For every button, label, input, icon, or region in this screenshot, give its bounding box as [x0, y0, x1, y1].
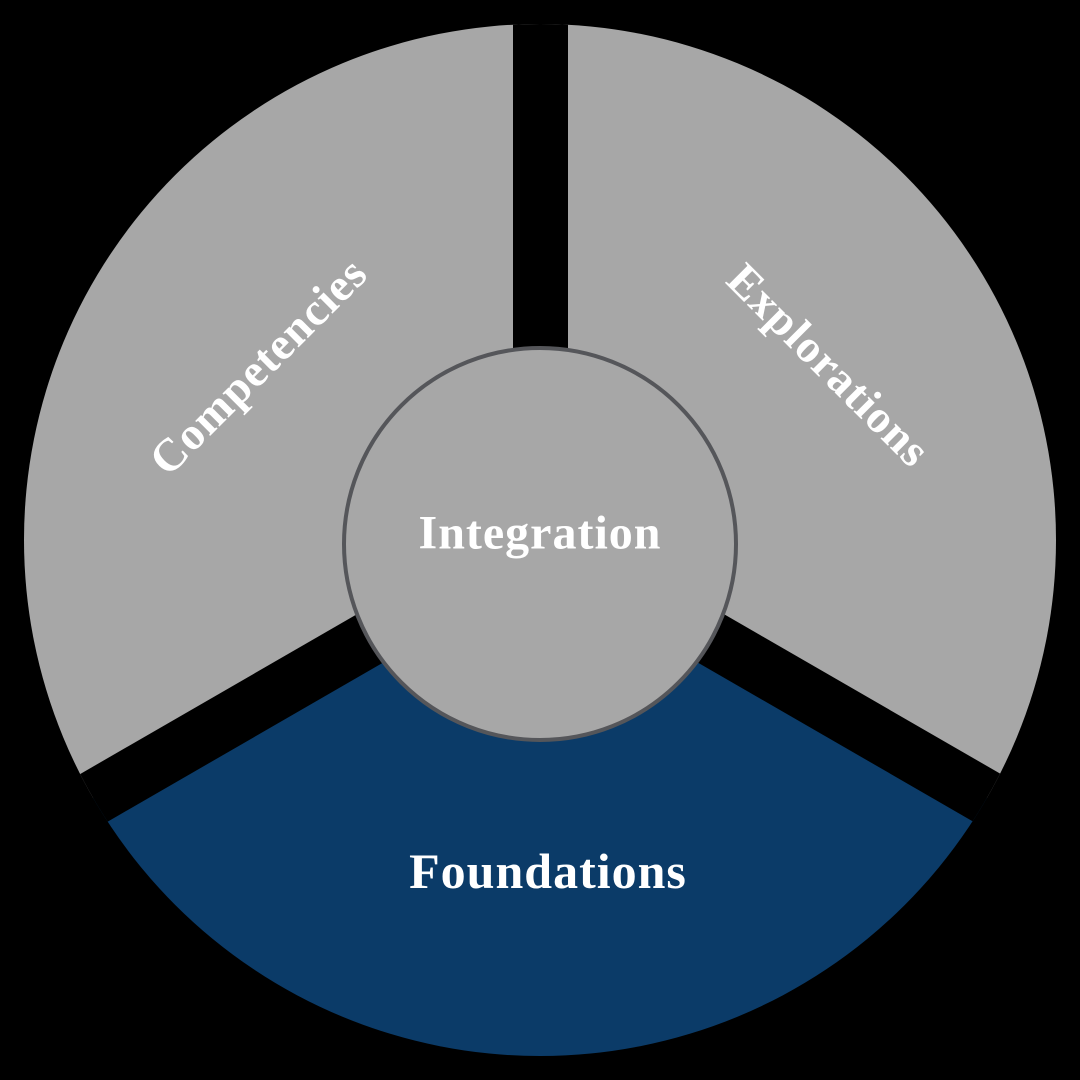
center-circle [342, 346, 738, 742]
segment-label-foundations: Foundations [409, 843, 687, 899]
center-label-integration: Integration [418, 506, 662, 560]
